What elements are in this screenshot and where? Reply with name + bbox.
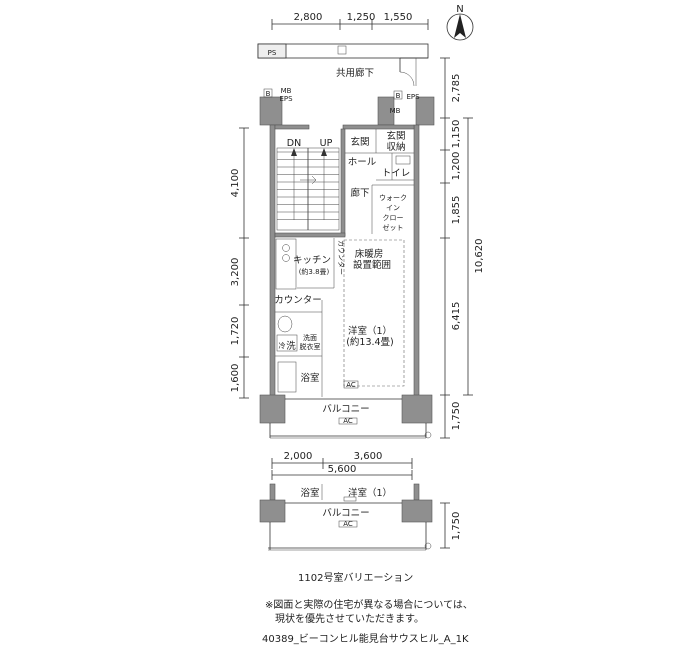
common-corridor: PS 共用廊下 <box>257 43 429 87</box>
wic-label-4: ゼット <box>383 223 404 232</box>
sen-label: 洗 <box>286 340 296 352</box>
wic-label-2: イン <box>386 204 400 212</box>
top-dim-2: 1,250 <box>347 12 376 23</box>
youshitsu-label-2: (約13.4畳) <box>346 336 394 348</box>
youshitsu-room: 洋室（1） (約13.4畳) AC <box>321 300 394 397</box>
right-dim-5: 10,620 <box>474 239 485 274</box>
kitchen-label-2: (約3.8畳) <box>299 267 330 276</box>
variation-ac: AC <box>343 520 353 528</box>
bottom-dimensions: 2,000 3,600 5,600 <box>271 451 413 480</box>
ac-label-2: AC <box>343 417 353 425</box>
balcony: AC バルコニー <box>269 398 432 439</box>
reizou-label: 冷 <box>279 341 286 350</box>
genkan-label: 玄関 <box>350 136 369 148</box>
b-label-1: B <box>266 90 271 98</box>
top-dim-3: 1,550 <box>384 12 413 23</box>
wic-label-3: クロー <box>383 214 404 222</box>
corridor-label: 共用廊下 <box>336 67 374 79</box>
senmen-label-1: 洗面 <box>303 333 317 342</box>
kitchen-area: カウンター キッチン (約3.8畳) カウンター <box>274 238 346 306</box>
left-dim-4: 1,600 <box>230 364 241 393</box>
right-dim-6: 6,415 <box>451 302 462 331</box>
compass-label: N <box>456 4 463 15</box>
bottom-dim-total: 5,600 <box>328 464 357 475</box>
eps-label-left: EPS <box>279 95 293 103</box>
stairs-up-label: UP <box>320 138 333 149</box>
left-dimensions: 4,100 3,200 1,720 1,600 <box>230 127 249 399</box>
stairs-dn-label: DN <box>287 138 301 149</box>
mb-eps-left: B MB EPS <box>263 87 293 103</box>
genkan-storage-label-2: 収納 <box>386 141 405 153</box>
variation-dim: 1,750 <box>451 512 462 541</box>
right-dim-7: 1,750 <box>451 402 462 431</box>
variation-caption: 1102号室バリエーション <box>298 573 414 584</box>
counter-horizontal-label: カウンター <box>274 295 322 306</box>
plan-code: 40389_ビーコンヒル能見台サウスヒル_A_1K <box>262 634 469 645</box>
floor-heating-range: 床暖房 設置範囲 <box>343 239 405 387</box>
right-dimensions: 2,785 1,150 1,200 1,855 10,620 6,415 1,7… <box>440 57 485 439</box>
right-dim-1: 2,785 <box>451 74 462 103</box>
kitchen-label-1: キッチン <box>293 255 331 266</box>
left-dim-1: 4,100 <box>230 169 241 198</box>
top-dimensions: 2,800 1,250 1,550 <box>271 12 429 30</box>
right-dim-2: 1,150 <box>451 120 462 149</box>
staircase: DN UP <box>276 138 340 231</box>
counter-vertical-label: カウンター <box>337 240 346 275</box>
structure-walls <box>259 96 435 424</box>
floor-heat-label-2: 設置範囲 <box>353 259 391 271</box>
balcony-label: バルコニー <box>322 404 369 415</box>
mb-label-left: MB <box>281 87 292 95</box>
mb-label-right: MB <box>390 107 401 115</box>
bottom-dim-right: 3,600 <box>354 451 383 462</box>
variation-plan: 浴室 洋室（1） バルコニー AC 1,750 <box>259 483 462 551</box>
rouka-label: 廊下 <box>350 187 369 199</box>
top-dim-1: 2,800 <box>294 12 323 23</box>
genkan-storage-label-1: 玄関 <box>386 130 405 142</box>
left-dim-3: 1,720 <box>230 317 241 346</box>
wic-label-1: ウォーク <box>379 194 407 202</box>
entrance-area: 玄関 玄関 収納 ホール トイレ 廊下 ウォーク イン クロー ゼット <box>345 129 414 234</box>
toilet-label: トイレ <box>382 168 411 179</box>
youshitsu-label-1: 洋室（1） <box>348 325 392 337</box>
hall-label: ホール <box>348 157 377 168</box>
variation-youshitsu: 洋室（1） <box>348 487 392 499</box>
floor-heat-label-1: 床暖房 <box>355 248 384 260</box>
eps-label-right: EPS <box>406 93 420 101</box>
left-dim-2: 3,200 <box>230 258 241 287</box>
disclaimer-line-1: ※図面と実際の住宅が異なる場合については、 <box>265 600 473 611</box>
right-dim-3: 1,200 <box>451 152 462 181</box>
ac-label-1: AC <box>346 381 356 389</box>
b-label-2: B <box>396 92 401 100</box>
bottom-dim-left: 2,000 <box>284 451 313 462</box>
compass-icon: N <box>446 4 474 41</box>
right-dim-4: 1,855 <box>451 196 462 225</box>
yokushitsu-label: 浴室 <box>300 372 319 384</box>
variation-balcony: バルコニー <box>322 508 369 519</box>
disclaimer-line-2: 現状を優先させていただきます。 <box>275 614 424 625</box>
mb-eps-right: B EPS MB <box>390 90 420 115</box>
ps-label: PS <box>268 49 277 57</box>
wet-area: 冷 洗 洗面 脱衣室 浴室 <box>275 311 322 393</box>
senmen-label-2: 脱衣室 <box>300 342 321 351</box>
variation-yokushitsu: 浴室 <box>300 487 319 499</box>
